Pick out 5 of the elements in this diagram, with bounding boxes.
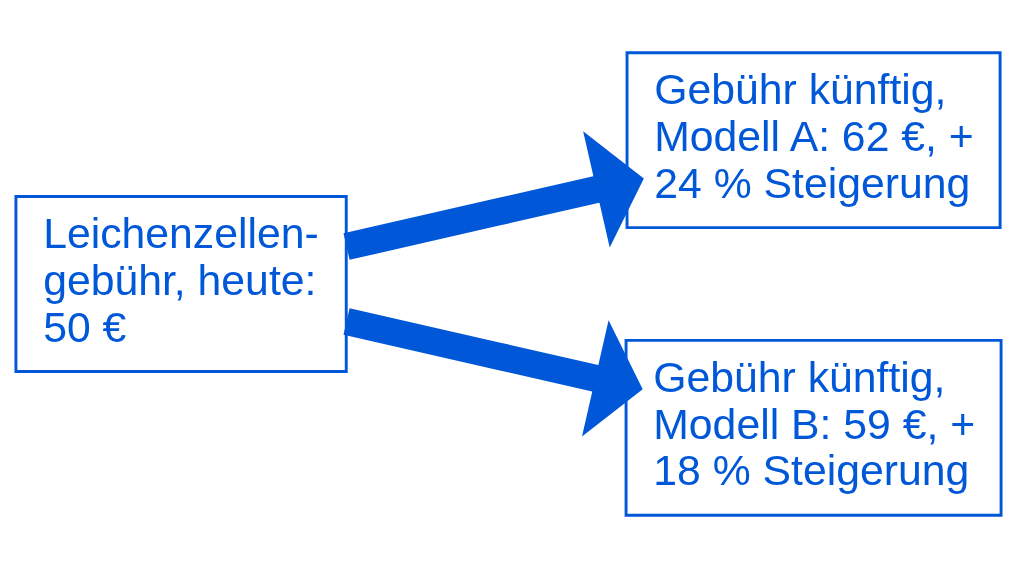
arrow	[343, 130, 644, 260]
node-box: Leichenzellen- gebühr, heute: 50 €	[14, 194, 348, 373]
node-box: Gebühr künftig, Modell B: 59 €, + 18 % Steigerung	[624, 338, 1003, 517]
node-box: Gebühr künftig, Modell A: 62 €, + 24 % Steigerung	[625, 50, 1002, 229]
arrow	[343, 307, 643, 436]
